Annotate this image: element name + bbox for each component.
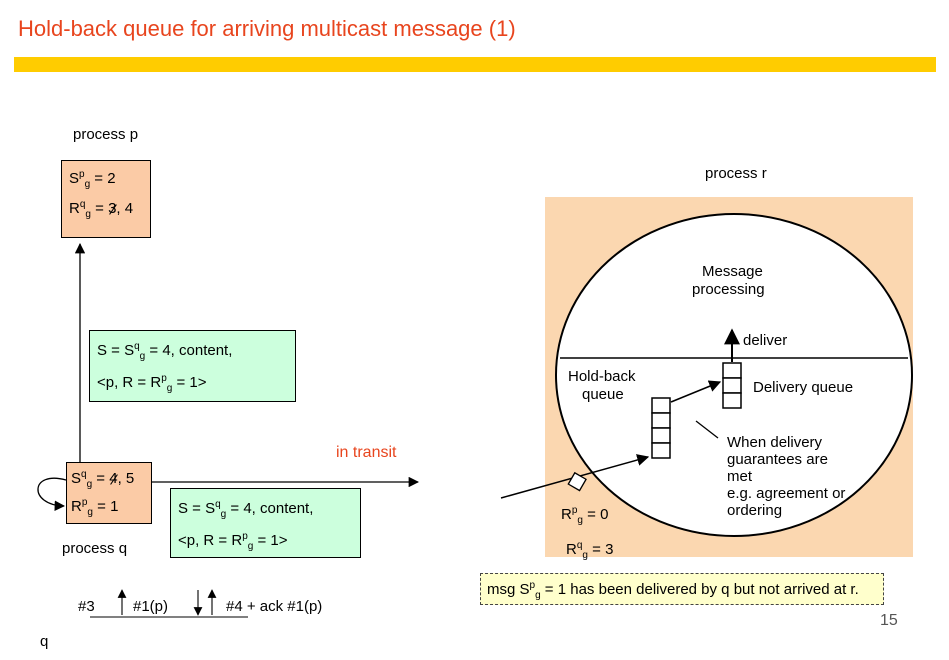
process-p-label: process p [73, 126, 139, 143]
process-r-label: process r [705, 165, 767, 182]
self-loop-arrow [37, 477, 67, 511]
message-line-2: <p, R = Rpg = 1> [97, 373, 207, 394]
guarantee-text-5: ordering [727, 502, 783, 519]
process-q-s-value: Sqg = 4, 5 [71, 469, 135, 490]
timeline-event-4-ack: #4 + ack #1(p) [226, 598, 323, 615]
guarantee-text-1: When delivery [727, 434, 823, 451]
message-processing-label-2: processing [692, 281, 765, 298]
message-line-1: S = Sqg = 4, content, [178, 499, 314, 520]
guarantee-pointer [695, 420, 719, 439]
message-processing-label-1: Message [702, 263, 763, 280]
delivery-queue-label: Delivery queue [753, 379, 854, 396]
transfer-arrow [670, 380, 722, 403]
deliver-label: deliver [743, 332, 788, 349]
holdback-queue-label-1: Hold-back [568, 368, 636, 385]
guarantee-text-2: guarantees are [727, 451, 828, 468]
holdback-queue-cells [651, 397, 671, 459]
title-underline-bar [14, 57, 936, 72]
process-r-rp-value: Rpg = 0 [561, 505, 609, 526]
process-r-rq-value: Rqg = 3 [566, 540, 614, 561]
delivery-queue-cells [722, 362, 742, 409]
process-q-label: process q [62, 540, 128, 557]
guarantee-text-3: met [727, 468, 753, 485]
process-p-s-value: Spg = 2 [69, 169, 116, 190]
timeline-event-3: #3 [78, 598, 95, 615]
delivery-note: msg Spg = 1 has been delivered by q but … [480, 573, 884, 605]
guarantee-text-4: e.g. agreement or [727, 485, 846, 502]
in-transit-label: in transit [336, 444, 397, 461]
struck-old-value: 3 [108, 200, 117, 217]
message-line-2: <p, R = Rpg = 1> [178, 531, 288, 552]
message-line-1: S = Sqg = 4, content, [97, 341, 233, 362]
timeline-process-label: q [40, 633, 49, 650]
process-p-box: Spg = 2 Rqg = 3, 4 [61, 160, 151, 238]
struck-old-value: 4 [109, 470, 118, 487]
multicast-message-box-2: S = Sqg = 4, content, <p, R = Rpg = 1> [170, 488, 361, 558]
process-q-r-value: Rpg = 1 [71, 497, 119, 518]
process-p-r-value: Rqg = 3, 4 [69, 199, 134, 220]
message-in-flight [567, 471, 587, 492]
page-number: 15 [880, 612, 898, 629]
slide-title: Hold-back queue for arriving multicast m… [18, 16, 516, 41]
process-q-box: Sqg = 4, 5 Rpg = 1 [66, 462, 152, 524]
multicast-message-box-1: S = Sqg = 4, content, <p, R = Rpg = 1> [89, 330, 296, 402]
holdback-queue-label-2: queue [582, 386, 624, 403]
timeline-event-1p: #1(p) [133, 598, 169, 615]
